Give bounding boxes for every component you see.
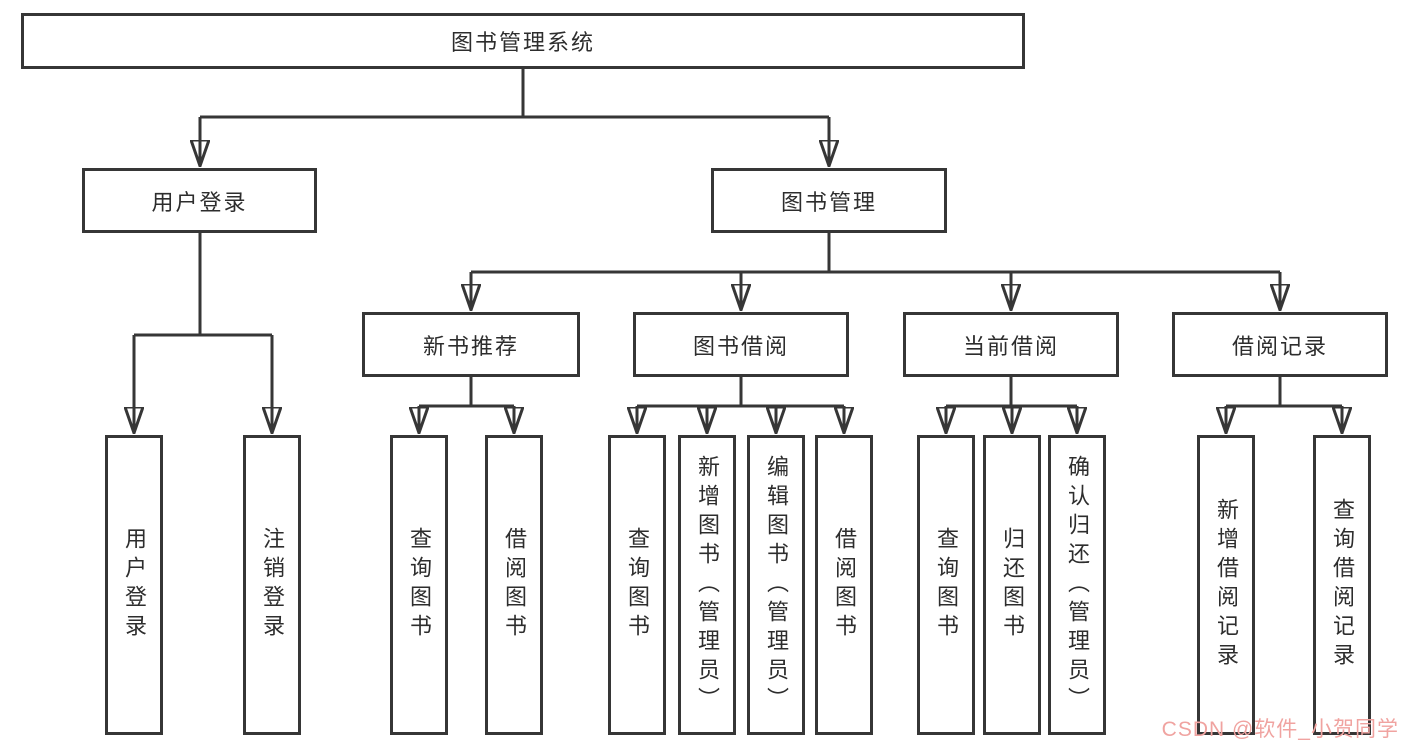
node-borrowing-records: 借阅记录 (1172, 312, 1388, 377)
leaf-query-books-recommend: 查询图书 (390, 435, 448, 735)
leaf-query-books-borrowing: 查询图书 (608, 435, 666, 735)
leaf-user-login: 用户登录 (105, 435, 163, 735)
leaf-edit-book-admin: 编辑图书（管理员） (747, 435, 805, 735)
node-book-management: 图书管理 (711, 168, 947, 233)
leaf-query-borrow-record: 查询借阅记录 (1313, 435, 1371, 735)
leaf-add-borrow-record: 新增借阅记录 (1197, 435, 1255, 735)
leaf-borrow-books-recommend: 借阅图书 (485, 435, 543, 735)
leaf-logout: 注销登录 (243, 435, 301, 735)
leaf-borrow-books-borrowing: 借阅图书 (815, 435, 873, 735)
node-current-borrowing: 当前借阅 (903, 312, 1119, 377)
leaf-return-book: 归还图书 (983, 435, 1041, 735)
leaf-add-book-admin: 新增图书（管理员） (678, 435, 736, 735)
leaf-confirm-return-admin: 确认归还（管理员） (1048, 435, 1106, 735)
node-new-book-recommend: 新书推荐 (362, 312, 580, 377)
node-book-borrowing: 图书借阅 (633, 312, 849, 377)
csdn-watermark: CSDN @软件_小贺同学 (1161, 718, 1399, 741)
node-user-login: 用户登录 (82, 168, 317, 233)
leaf-query-books-current: 查询图书 (917, 435, 975, 735)
node-root-library-system: 图书管理系统 (21, 13, 1025, 69)
